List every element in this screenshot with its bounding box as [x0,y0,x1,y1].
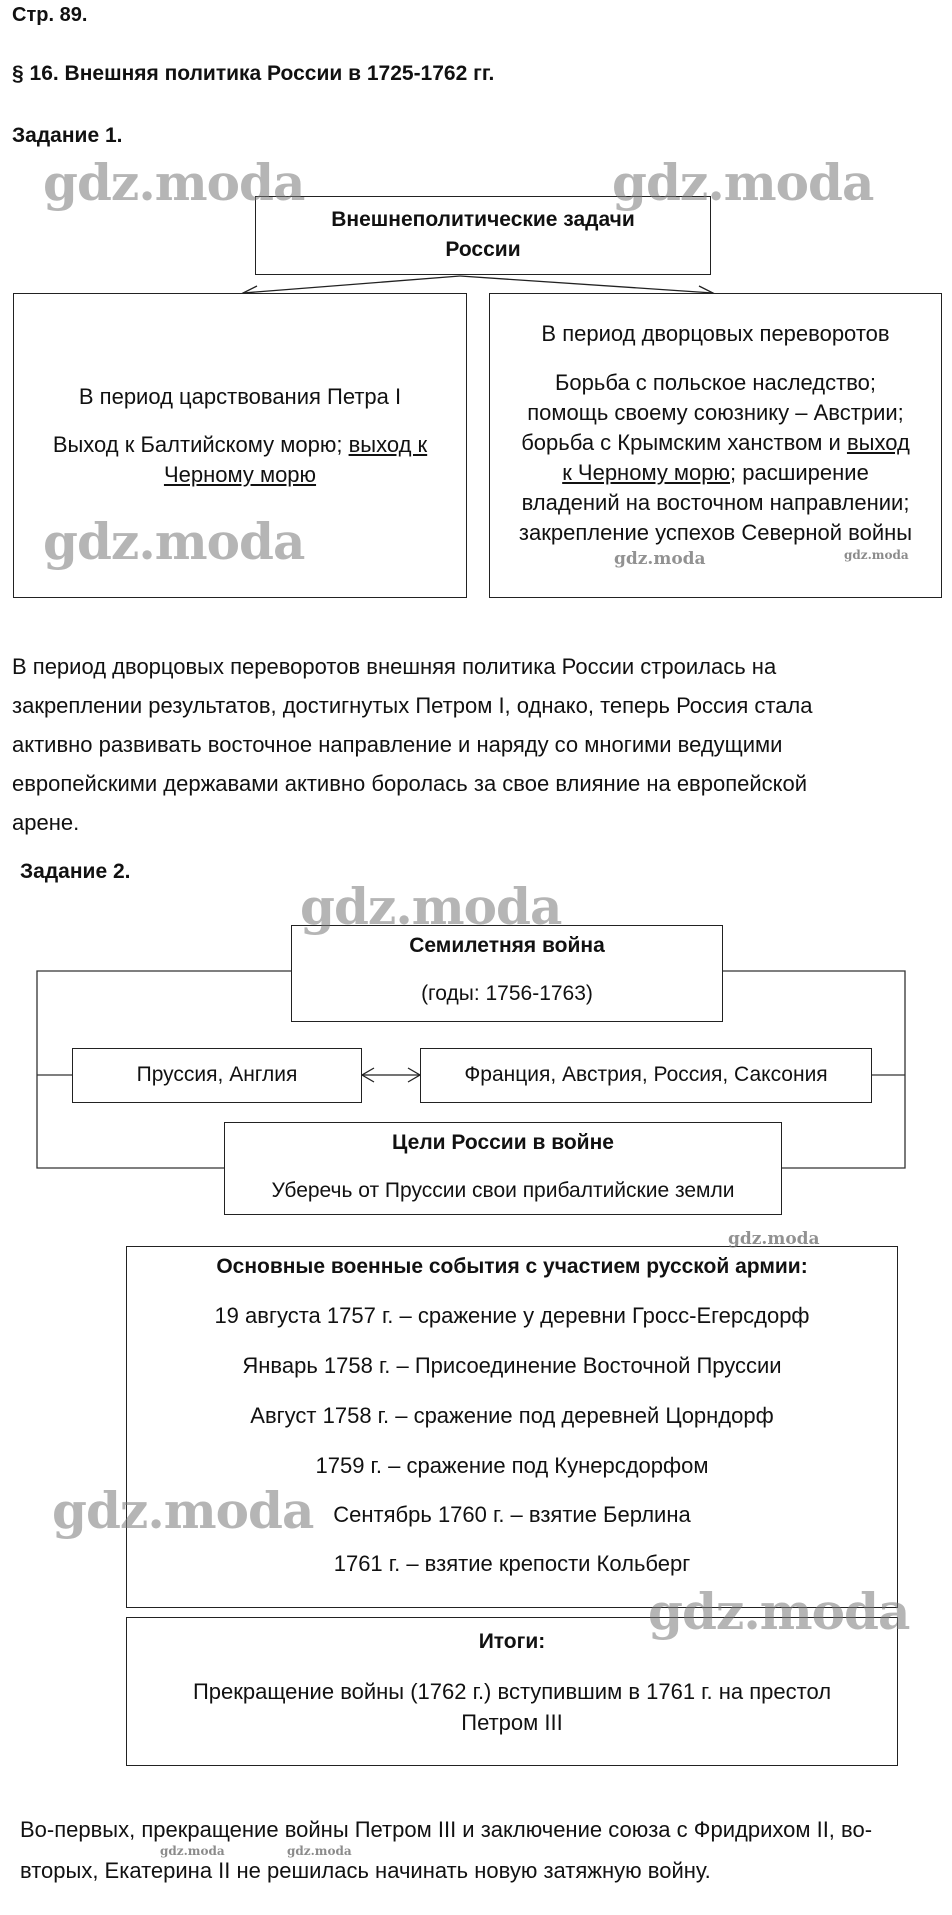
watermark: gdz.moda [844,548,909,562]
task1-right-line3-plain: борьба с Крымским ханством и [521,430,847,455]
task1-right-line4-underline: к Черному морю [562,460,731,485]
events-box: Основные военные события с участием русс… [126,1246,898,1608]
task1-right-line4: к Черному морю; расширение [490,458,941,488]
event-item: 19 августа 1757 г. – сражение у деревни … [214,1303,810,1328]
war-title: Семилетняя война [409,934,605,957]
task1-left-underline2: Черному морю [163,462,317,487]
task1-right-title: В период дворцовых переворотов [541,321,890,346]
task1-left-underline1: выход к [348,432,428,457]
watermark: gdz.moda [614,549,706,569]
task1-right-text: Борьба с польское наследство; помощь сво… [490,368,941,548]
event-item: Август 1758 г. – сражение под деревней Ц… [250,1403,774,1428]
paragraph-2: Во-первых, прекращение войны Петром III … [20,1809,945,1891]
task1-top-box: Внешнеполитические задачи России [255,196,711,275]
paragraph-2-line: вторых, Екатерина II не решилась начинат… [20,1858,711,1883]
task1-right-line5: владений на восточном направлении; [521,490,910,515]
paragraph-1-line: закреплении результатов, достигнутых Пет… [12,693,813,718]
results-text: Прекращение войны (1762 г.) вступившим в… [127,1676,897,1738]
watermark: gdz.moda [612,153,874,212]
task1-right-line3-underline: выход [846,430,910,455]
task1-left-title: В период царствования Петра I [78,384,402,409]
task1-top-line1: Внешнеполитические задачи [331,208,635,231]
paragraph-2-line: Во-первых, прекращение войны Петром III … [20,1817,873,1842]
task1-right-line4-plain: ; расширение [730,460,869,485]
task1-top-line2: России [445,238,521,261]
task1-right-line2: помощь своему союзнику – Австрии; [527,400,904,425]
event-item: Сентябрь 1760 г. – взятие Берлина [333,1502,691,1527]
watermark: gdz.moda [160,1844,225,1858]
page-number: Стр. 89. [12,4,88,26]
task1-left-box: В период царствования Петра I Выход к Ба… [13,293,467,598]
goals-box: Цели России в войне Уберечь от Пруссии с… [224,1122,782,1215]
results-box: Итоги: Прекращение войны (1762 г.) вступ… [126,1617,898,1766]
paragraph-1-line: европейскими державами активно боролась … [12,771,808,796]
watermark: gdz.moda [43,153,305,212]
watermark: gdz.moda [300,877,562,936]
events-title: Основные военные события с участием русс… [216,1255,808,1278]
watermark: gdz.moda [287,1844,352,1858]
task1-right-line1: Борьба с польское наследство; [554,370,877,395]
task1-right-line6: закрепление успехов Северной войны [518,520,913,545]
results-line1: Прекращение войны (1762 г.) вступившим в… [192,1679,832,1704]
task1-left-plain: Выход к Балтийскому морю; [52,432,349,457]
results-line2: Петром III [461,1710,563,1735]
task1-right-box: В период дворцовых переворотов Борьба с … [489,293,942,598]
results-title: Итоги: [478,1630,546,1653]
section-title: § 16. Внешняя политика России в 1725-176… [12,62,495,85]
event-item: 1761 г. – взятие крепости Кольберг [333,1551,691,1576]
war-box: Семилетняя война (годы: 1756-1763) [291,925,723,1022]
right-coalition-box: Франция, Австрия, Россия, Саксония [420,1048,872,1103]
task1-label: Задание 1. [12,124,123,147]
paragraph-1-line: активно развивать восточное направление … [12,732,783,757]
watermark: gdz.moda [52,1481,314,1540]
event-item: 1759 г. – сражение под Кунерсдорфом [315,1453,709,1478]
war-years: (годы: 1756-1763) [421,982,593,1005]
paragraph-1: В период дворцовых переворотов внешняя п… [12,647,942,842]
watermark: gdz.moda [648,1582,910,1641]
left-coalition-box: Пруссия, Англия [72,1048,362,1103]
task1-left-text: Выход к Балтийскому морю; выход к Черном… [14,430,466,490]
event-item: Январь 1758 г. – Присоединение Восточной… [242,1353,782,1378]
task1-right-line3: борьба с Крымским ханством и выход [490,428,941,458]
watermark: gdz.moda [43,512,305,571]
paragraph-1-line: арене. [12,810,80,835]
task2-label: Задание 2. [20,860,131,883]
goals-text: Уберечь от Пруссии свои прибалтийские зе… [271,1179,735,1202]
goals-title: Цели России в войне [392,1131,614,1154]
watermark: gdz.moda [728,1229,820,1249]
paragraph-1-line: В период дворцовых переворотов внешняя п… [12,654,777,679]
